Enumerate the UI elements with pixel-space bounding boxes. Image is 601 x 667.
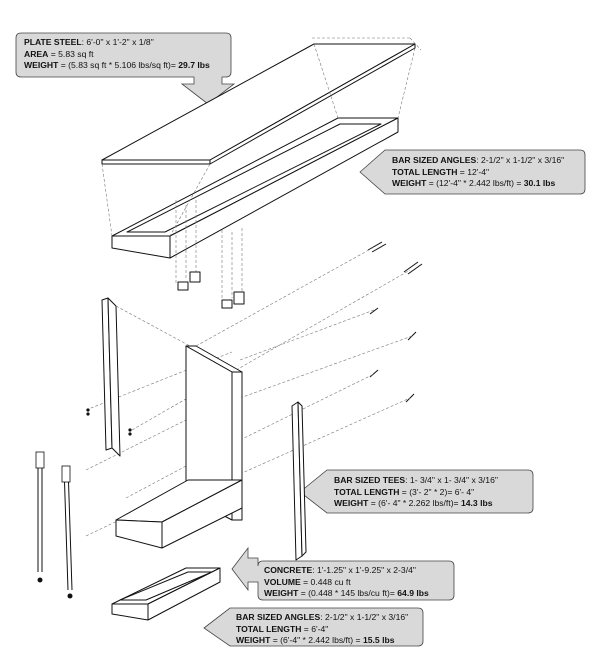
- callout-angles-bottom-shape: [203, 607, 424, 647]
- left-tee: [86, 297, 191, 457]
- bottom-angle-frame: [111, 567, 221, 621]
- top-angle-frame: [111, 117, 399, 259]
- callout-angles-top-shape: [359, 149, 586, 195]
- right-tee: [291, 401, 307, 561]
- callout-concrete: CONCRETE: 1'-1.25" x 1'-9.25" x 2-3/4" V…: [264, 565, 429, 598]
- callout-plate-shape: [15, 32, 236, 105]
- callout-angles-bottom: BAR SIZED ANGLES: 2-1/2" x 1-1/2" x 3/16…: [236, 612, 409, 645]
- projection-lines-top: [101, 43, 416, 237]
- callout-plate: PLATE STEEL: 6'-0" x 1'-2" x 1/8" AREA =…: [24, 37, 210, 70]
- callout-concrete-shape: [231, 546, 455, 601]
- callout-angles-top: BAR SIZED ANGLES: 2-1/2" x 1-1/2" x 3/16…: [392, 155, 565, 188]
- rebar-rods: [35, 451, 73, 599]
- center-panel: [185, 345, 243, 521]
- steel-plate: [101, 37, 422, 165]
- callout-tees-shape: [299, 469, 534, 514]
- callout-tees: BAR SIZED TEES: 1- 3/4" x 1- 3/4" x 3/16…: [334, 475, 498, 508]
- clip-brackets: [175, 200, 245, 309]
- concrete-slab: [115, 479, 243, 549]
